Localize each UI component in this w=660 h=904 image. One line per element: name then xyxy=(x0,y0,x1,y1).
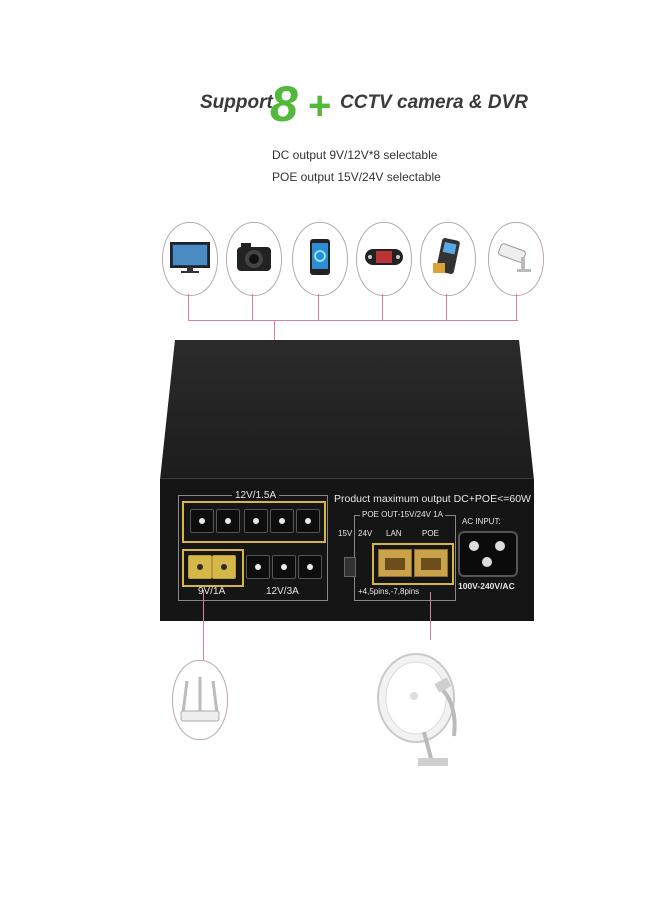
dc-9v-port xyxy=(188,555,212,579)
connector-line xyxy=(382,294,383,321)
connector-line xyxy=(318,294,319,321)
camera-icon xyxy=(226,222,282,296)
dc-port xyxy=(244,509,268,533)
poe-label: POE xyxy=(422,529,439,538)
voltage-switch xyxy=(344,557,356,577)
monitor-icon xyxy=(162,222,218,296)
router-connector-line xyxy=(203,590,204,660)
dc-9v-port xyxy=(212,555,236,579)
device-bus-line xyxy=(188,320,518,321)
lan-label: LAN xyxy=(386,529,402,538)
handheld-console-icon xyxy=(356,222,412,296)
pins-label: +4,5pins,-7,8pins xyxy=(358,587,420,596)
ac-socket xyxy=(458,531,518,577)
headline-support: Support xyxy=(200,92,273,113)
dc-port xyxy=(298,555,322,579)
headline: Support 8 + CCTV camera & DVR xyxy=(0,76,660,138)
connector-line xyxy=(188,294,189,321)
headline-number: 8 xyxy=(270,76,298,132)
ac-range-label: 100V-240V/AC xyxy=(458,581,515,591)
dc-port xyxy=(246,555,270,579)
poe-out-label: POE OUT-15V/24V 1A xyxy=(360,510,445,519)
switch-24v-label: 24V xyxy=(358,529,373,538)
dc-top-row-highlight xyxy=(182,501,326,543)
smartphone-icon xyxy=(292,222,348,296)
dc-port xyxy=(216,509,240,533)
ac-input-label: AC INPUT: xyxy=(462,517,501,526)
connector-line xyxy=(446,294,447,321)
dc-port xyxy=(296,509,320,533)
subline-poe: POE output 15V/24V selectable xyxy=(272,170,441,184)
rj45-highlight xyxy=(372,543,454,585)
power-box-panel: 12V/1.5A 9V/1A 12V/3A Product maximum ou… xyxy=(160,478,534,621)
dish-connector-line xyxy=(430,592,431,640)
connector-line xyxy=(516,294,517,321)
max-output-label: Product maximum output DC+POE<=60W xyxy=(334,493,531,505)
satellite-dish-icon xyxy=(370,640,470,780)
dc-port xyxy=(272,555,296,579)
dc-port xyxy=(190,509,214,533)
cctv-camera-icon xyxy=(488,222,544,296)
lan-port xyxy=(378,549,412,577)
headline-title: CCTV camera & DVR xyxy=(340,92,528,113)
pos-terminal-icon xyxy=(420,222,476,296)
switch-15v-label: 15V xyxy=(338,529,353,538)
connector-line xyxy=(252,294,253,321)
router-icon xyxy=(172,660,228,740)
headline-plus: + xyxy=(308,84,332,128)
dc-left-label: 9V/1A xyxy=(198,586,226,597)
subline-dc: DC output 9V/12V*8 selectable xyxy=(272,148,438,162)
dc-top-label: 12V/1.5A xyxy=(232,490,280,501)
dc-9v-highlight xyxy=(182,549,244,587)
dc-right-label: 12V/3A xyxy=(266,586,299,597)
power-box-top xyxy=(160,340,534,480)
dc-port xyxy=(270,509,294,533)
poe-port xyxy=(414,549,448,577)
